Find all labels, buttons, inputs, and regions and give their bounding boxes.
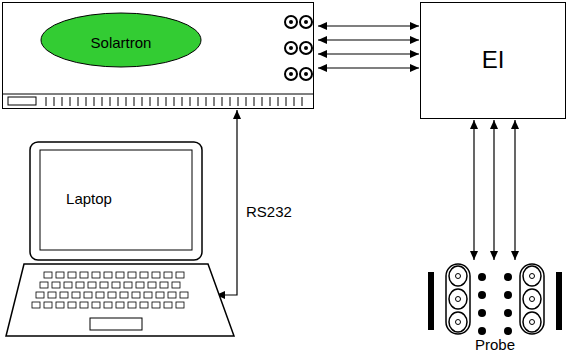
connector [318,39,419,40]
connector [318,53,419,54]
laptop-icon-outline [4,140,236,340]
node-label: EI [482,46,505,74]
connector [493,120,494,260]
process-box: EI [420,2,566,119]
probe-illustration: Probe [420,262,566,356]
connector [216,110,237,295]
laptop-icon: Laptop [4,140,236,340]
instrument-box: Solartron [2,2,314,109]
node-label: Solartron [91,34,152,51]
instrument-box-outline [2,2,314,109]
node-label: Probe [475,336,515,353]
connector [514,120,515,260]
edge-label: RS232 [244,203,294,220]
connector [318,25,419,26]
connector [473,120,474,260]
node-label: Laptop [66,190,112,207]
connector [318,67,419,68]
